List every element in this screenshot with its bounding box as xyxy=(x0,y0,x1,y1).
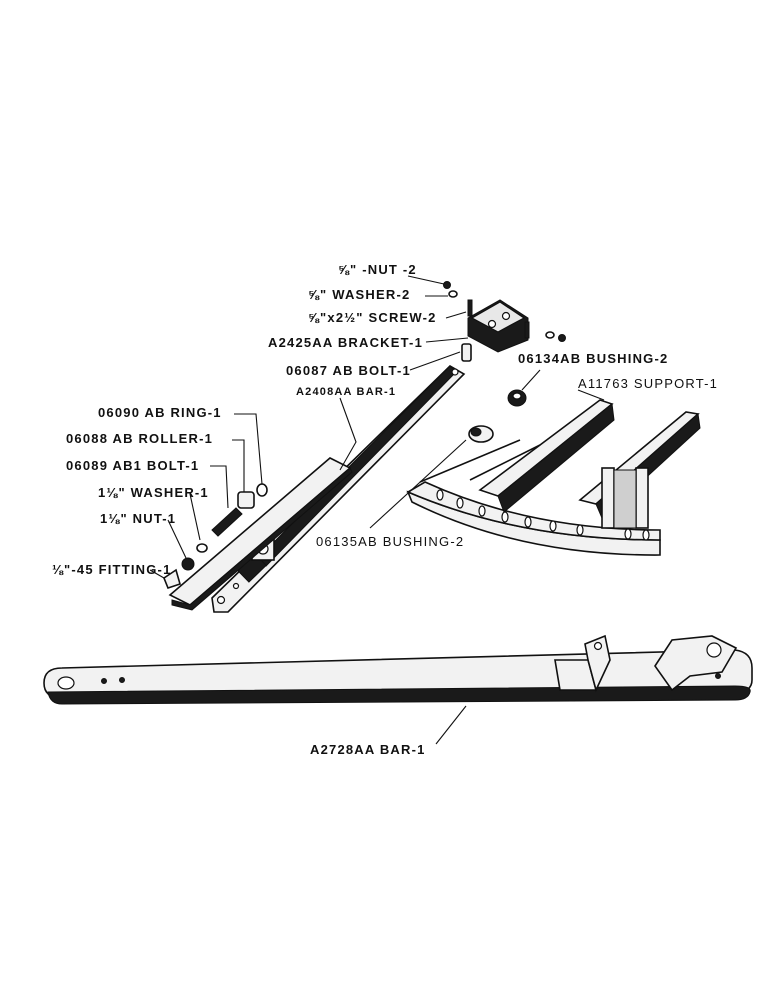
leader-bolt-06087 xyxy=(409,351,461,371)
leader-bar-a2728 xyxy=(435,705,467,745)
label-roller: 06088 AB ROLLER-1 xyxy=(66,431,213,446)
leader-support xyxy=(577,389,605,401)
bracket-hole xyxy=(487,319,497,329)
support-a11763-part xyxy=(406,399,701,556)
label-bushing-06134: 06134AB BUSHING-2 xyxy=(518,351,668,366)
leader-nut-1 xyxy=(167,519,187,559)
washer-part xyxy=(545,331,555,339)
leader-bracket-1 xyxy=(425,337,469,343)
bracket-assembly xyxy=(443,281,566,407)
label-washer-1: 1⅛" WASHER-1 xyxy=(98,485,209,500)
ring-part xyxy=(256,483,268,497)
label-fitting: ⅛"-45 FITTING-1 xyxy=(52,562,172,577)
nut-part xyxy=(558,334,566,342)
leader-bar-a2408 xyxy=(339,397,357,471)
washer-part xyxy=(196,543,208,553)
bolt-part xyxy=(461,343,472,362)
leader-bolt-06089 xyxy=(210,465,229,509)
roller-small-parts xyxy=(163,425,494,589)
leader-washer-1 xyxy=(189,493,201,541)
leader-bushing-06135 xyxy=(369,439,467,529)
nut-part xyxy=(443,281,451,289)
bar-a2408-part xyxy=(211,365,466,613)
leader-screw-2 xyxy=(445,311,467,319)
label-bar-a2408: A2408AA BAR-1 xyxy=(296,386,396,398)
leader-nut-2 xyxy=(407,275,445,285)
label-bracket-1: A2425AA BRACKET-1 xyxy=(268,335,423,350)
leader-roller xyxy=(232,439,245,492)
bracket-top-face xyxy=(470,301,526,333)
fitting-part xyxy=(163,568,181,589)
label-bolt-06089: 06089 AB1 BOLT-1 xyxy=(66,458,199,473)
bolt-part xyxy=(211,507,243,537)
label-bushing-06135: 06135AB BUSHING-2 xyxy=(316,534,464,549)
roller-part xyxy=(237,491,255,509)
label-support: A11763 SUPPORT-1 xyxy=(578,376,718,391)
callouts: ⅝" -NUT -2 ⅝" WASHER-2 ⅝"x2½" SCREW-2 A2… xyxy=(52,262,718,757)
label-screw-2: ⅝"x2½" SCREW-2 xyxy=(308,310,437,325)
screw-part xyxy=(467,299,473,317)
roller-bracket-part xyxy=(168,457,353,611)
bushing-hole xyxy=(470,427,482,437)
label-bolt-06087: 06087 AB BOLT-1 xyxy=(286,363,411,378)
bracket-hole xyxy=(501,311,511,321)
label-ring: 06090 AB RING-1 xyxy=(98,405,222,420)
bushing-hole xyxy=(512,392,522,400)
bar-a2728-part xyxy=(43,634,753,705)
leader-bushing-06134 xyxy=(521,369,541,391)
washer-part xyxy=(448,290,458,298)
label-washer-2: ⅝" WASHER-2 xyxy=(308,287,410,302)
label-nut-2: ⅝" -NUT -2 xyxy=(338,262,417,277)
screw-part xyxy=(524,321,530,339)
leader-ring xyxy=(234,413,263,485)
label-nut-1: 1⅛" NUT-1 xyxy=(100,511,176,526)
label-bar-a2728: A2728AA BAR-1 xyxy=(310,742,426,757)
leader-fitting xyxy=(149,569,165,579)
nut-part xyxy=(181,557,195,571)
leader-lines xyxy=(149,275,605,745)
